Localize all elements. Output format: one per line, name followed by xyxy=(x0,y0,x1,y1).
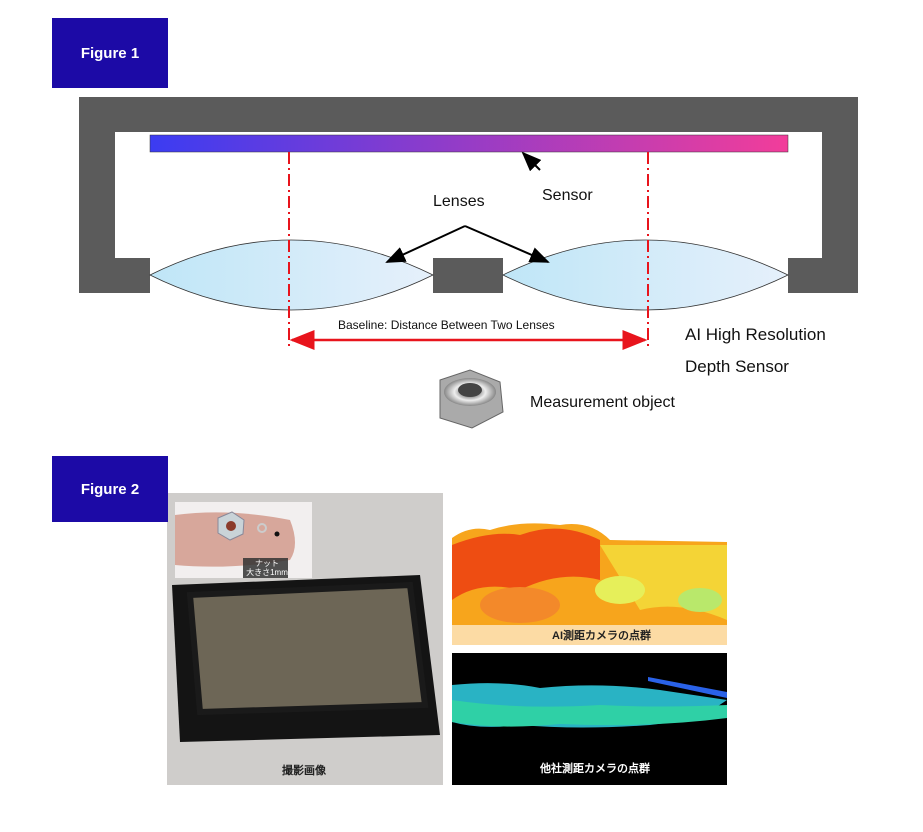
nut-image xyxy=(439,369,504,429)
sensor-pointer xyxy=(521,151,542,172)
left-lens xyxy=(149,239,434,311)
right-lens xyxy=(502,239,789,311)
ai-point-cloud-caption: AI測距カメラの点群 xyxy=(552,630,651,642)
lenses-label: Lenses xyxy=(433,193,485,210)
measurement-object-label: Measurement object xyxy=(530,394,675,411)
housing-frame xyxy=(79,97,858,293)
other-point-cloud-caption: 他社測距カメラの点群 xyxy=(540,763,650,775)
inset-caption-line1: ナット xyxy=(255,559,279,568)
sensor-title-line2: Depth Sensor xyxy=(685,357,789,376)
figure-1-label: Figure 1 xyxy=(52,18,168,88)
lens-pointer-right xyxy=(464,225,550,263)
lens-pointer-left xyxy=(385,225,466,263)
photo-caption: 撮影画像 xyxy=(282,765,326,777)
center-block xyxy=(433,258,503,293)
sensor-label: Sensor xyxy=(542,187,593,204)
figure-2-label: Figure 2 xyxy=(52,456,168,522)
ai-point-cloud-image xyxy=(452,522,727,645)
photo-nuts-tray xyxy=(167,493,443,785)
other-point-cloud-image xyxy=(452,653,727,785)
baseline-label: Baseline: Distance Between Two Lenses xyxy=(338,318,555,332)
inset-caption-line2: 大きさ1mm xyxy=(246,568,288,577)
inset-caption: ナット 大きさ1mm xyxy=(246,559,288,577)
sensor-title-line1: AI High Resolution xyxy=(685,325,826,344)
sensor-bar xyxy=(149,134,789,153)
